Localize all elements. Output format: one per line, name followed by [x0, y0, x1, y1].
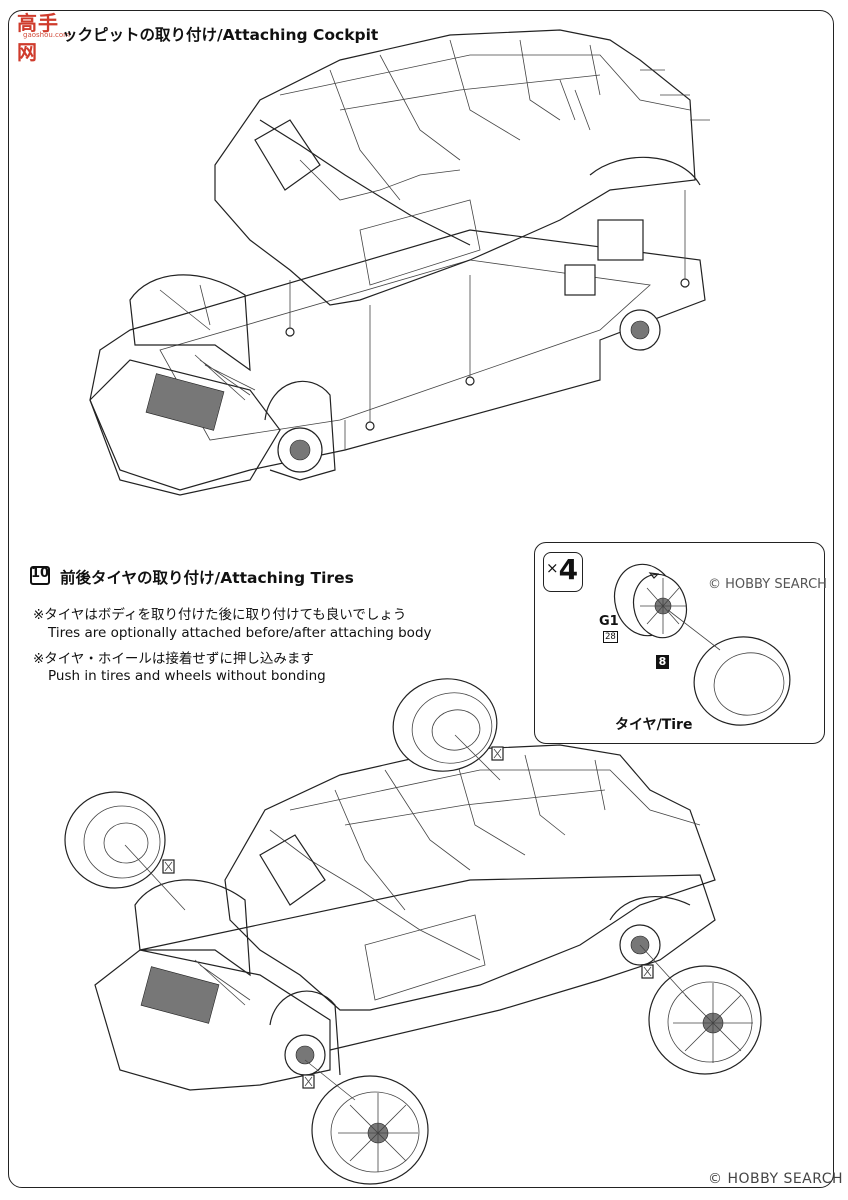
- tire-rear-right: [648, 965, 762, 1075]
- page-frame: [8, 10, 834, 1188]
- wheel-part-number: 28: [603, 631, 618, 643]
- step9-title: ックピットの取り付け/Attaching Cockpit: [62, 26, 379, 44]
- logo-text: 高手网: [17, 11, 59, 64]
- note-en-2: Push in tires and wheels without bonding: [48, 668, 326, 684]
- quantity-box: [543, 552, 583, 592]
- tire-part-number: 8: [656, 655, 669, 669]
- tire-front-left: [64, 791, 166, 889]
- wheel-part-label: G1: [599, 614, 619, 629]
- watermark-middle: © HOBBY SEARCH: [708, 577, 827, 592]
- tire-attachment-drawing: [64, 678, 762, 1185]
- note-jp-2: ※タイヤ・ホイールは接着せずに押し込みます: [33, 651, 314, 667]
- tire-label: タイヤ/Tire: [615, 717, 693, 733]
- logo-subtext: gaoshou.com: [23, 31, 70, 39]
- tire-rear-top: [392, 678, 498, 772]
- note-jp-1: ※タイヤはボディを取り付けた後に取り付けても良いでしょう: [33, 607, 407, 623]
- step10-number-box: [30, 566, 50, 585]
- tire-front-right: [311, 1075, 429, 1185]
- step10-title: 前後タイヤの取り付け/Attaching Tires: [60, 569, 354, 587]
- cockpit-body-drawing: [89, 29, 710, 496]
- step10-number: 10: [31, 566, 50, 581]
- site-logo: 高手网 gaoshou.com: [3, 6, 73, 64]
- quantity-label: ×4: [546, 553, 579, 586]
- no-glue-icon: [162, 746, 654, 1089]
- watermark-bottom: © HOBBY SEARCH: [708, 1171, 844, 1187]
- note-en-1: Tires are optionally attached before/aft…: [48, 625, 432, 641]
